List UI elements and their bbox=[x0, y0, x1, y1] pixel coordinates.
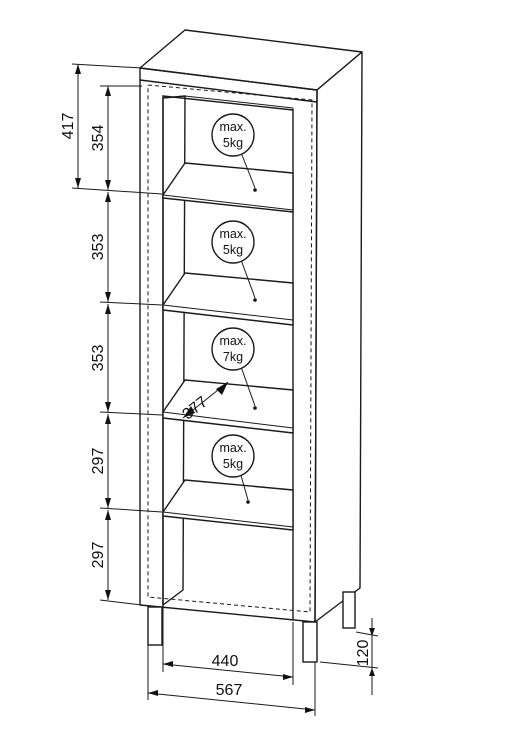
dim-354: 354 bbox=[90, 125, 107, 152]
badge-1-line2: 5kg bbox=[223, 136, 243, 150]
badge-1-line1: max. bbox=[219, 120, 246, 134]
badge-4-line1: max. bbox=[219, 441, 246, 455]
dim-353-a: 353 bbox=[90, 234, 107, 261]
dim-567: 567 bbox=[216, 682, 243, 699]
load-badge-1: max. 5kg bbox=[211, 113, 257, 192]
badge-4-line2: 5kg bbox=[223, 457, 243, 471]
dim-417: 417 bbox=[60, 113, 77, 140]
badge-2-line2: 5kg bbox=[223, 243, 243, 257]
cabinet-side-panel bbox=[314, 51, 363, 623]
dim-297-a: 297 bbox=[90, 448, 107, 475]
dim-297-b: 297 bbox=[90, 542, 107, 569]
badge-3-line2: 7kg bbox=[223, 350, 243, 364]
legs bbox=[147, 591, 356, 663]
badge-2-line1: max. bbox=[219, 227, 246, 241]
dim-440: 440 bbox=[212, 653, 239, 670]
load-badge-4: max. 5kg bbox=[211, 434, 255, 504]
shelves bbox=[162, 162, 294, 531]
load-badge-3: max. 7kg bbox=[211, 327, 257, 410]
dim-120: 120 bbox=[355, 640, 372, 667]
badge-3-line1: max. bbox=[219, 334, 246, 348]
vertical-dimensions: 417 354 353 353 297 297 bbox=[60, 63, 163, 606]
horizontal-dimensions: 440 567 120 bbox=[147, 608, 379, 716]
dim-353-b: 353 bbox=[90, 345, 107, 372]
load-badge-2: max. 5kg bbox=[211, 220, 257, 302]
